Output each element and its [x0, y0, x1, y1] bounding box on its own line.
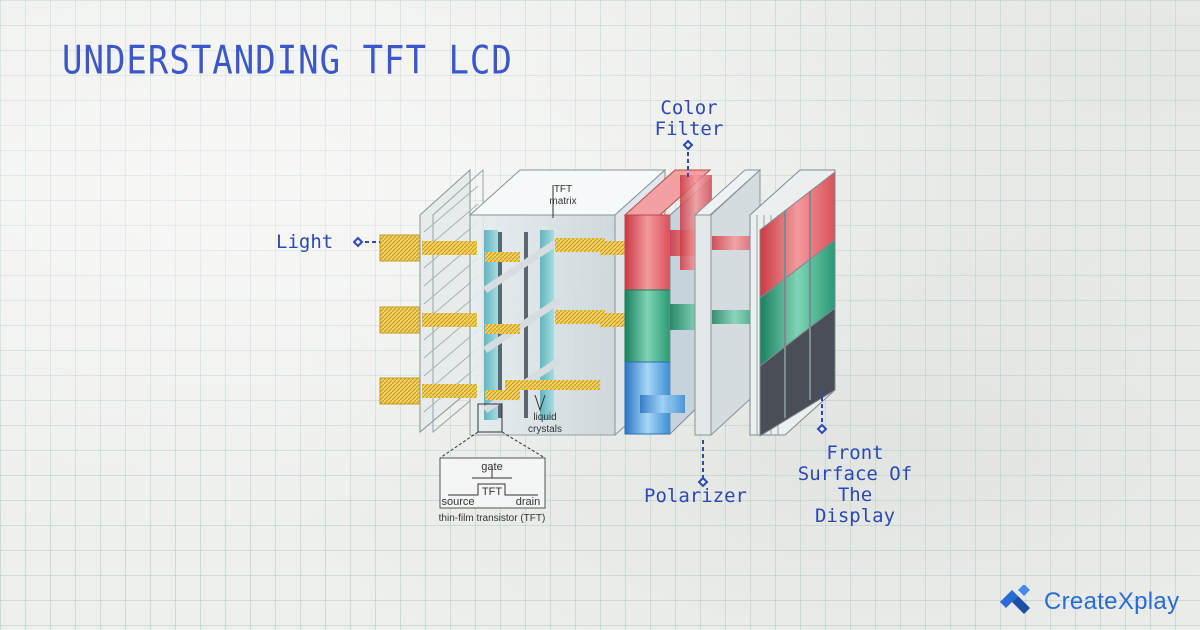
gate-label: gate	[481, 461, 502, 473]
front-surface-label-1: Front	[826, 442, 884, 464]
rear-plates	[419, 168, 484, 434]
liquid-crystals-label-2: crystals	[528, 424, 562, 435]
page-title: UNDERSTANDING TFT LCD	[62, 38, 513, 84]
front-polarizer	[693, 168, 762, 437]
tft-caption: thin-film transistor (TFT)	[439, 513, 546, 524]
drain-label: drain	[516, 496, 540, 508]
front-surface-label-2: Surface Of	[797, 463, 913, 485]
tft-label: TFT	[482, 486, 502, 498]
liquid-crystals-label-1: liquid	[533, 412, 556, 423]
backlight-lamps	[379, 234, 423, 405]
createxplay-logo-icon	[1000, 585, 1030, 614]
source-label: source	[441, 496, 474, 508]
light-beams	[422, 238, 630, 400]
color-filter	[623, 169, 725, 436]
color-filter-label-1: Color	[660, 97, 718, 119]
brand-logo: CreateXplay	[996, 585, 1179, 619]
front-surface-label-4: Display	[814, 505, 896, 527]
light-label: Light	[276, 231, 334, 253]
brand-name: CreateXplay	[1044, 588, 1180, 615]
tft-matrix-label-1: TFT	[554, 184, 572, 195]
front-screen	[749, 169, 836, 437]
tft-matrix-label-2: matrix	[549, 196, 576, 207]
callout-dots	[352, 139, 828, 488]
polarizer-label: Polarizer	[644, 485, 747, 507]
tft-inset	[439, 403, 546, 509]
color-filter-label-2: Filter	[654, 118, 724, 140]
front-surface-label-3: The	[837, 484, 873, 506]
